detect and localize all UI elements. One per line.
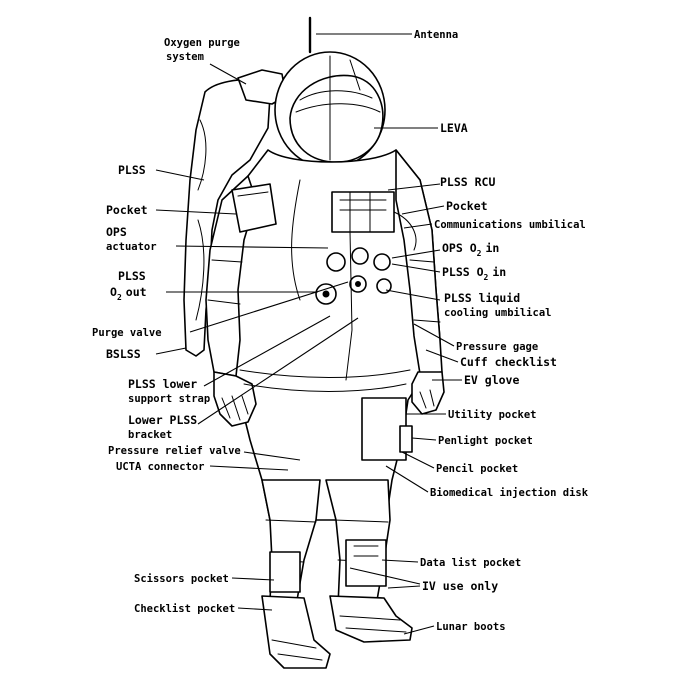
label-utility-pocket: Utility pocket xyxy=(448,409,537,421)
label-checklist-pocket: Checklist pocket xyxy=(134,603,235,615)
label-pocket-right: Pocket xyxy=(446,199,488,213)
label-cuff-checklist: Cuff checklist xyxy=(460,355,557,369)
label-plss-rcu: PLSS RCU xyxy=(440,175,495,189)
label-pocket-left: Pocket xyxy=(106,203,148,217)
label-plss-lower-1: PLSS lower xyxy=(128,377,197,391)
label-iv-use: IV use only xyxy=(422,579,498,593)
label-plss-lower-2: support strap xyxy=(128,393,210,405)
label-plss: PLSS xyxy=(118,163,146,177)
label-scissors: Scissors pocket xyxy=(134,573,229,585)
label-ev-glove: EV glove xyxy=(464,373,519,387)
label-penlight-pocket: Penlight pocket xyxy=(438,435,533,447)
label-bslss: BSLSS xyxy=(106,347,141,361)
label-ucta: UCTA connector xyxy=(116,461,205,473)
label-lunar-boots: Lunar boots xyxy=(436,621,506,633)
label-pressure-gage: Pressure gage xyxy=(456,341,538,353)
label-oxygen-purge-2: system xyxy=(166,51,204,63)
label-plss-liquid-2: cooling umbilical xyxy=(444,307,551,319)
utility-pocket xyxy=(361,397,407,461)
label-purge-valve: Purge valve xyxy=(92,327,162,339)
left-boot xyxy=(261,595,331,669)
label-biomedical: Biomedical injection disk xyxy=(430,487,589,499)
label-ops-actuator-1: OPS xyxy=(106,225,127,239)
label-pressure-relief: Pressure relief valve xyxy=(108,445,241,457)
right-boot xyxy=(329,595,413,643)
label-comm-umbilical: Communications umbilical xyxy=(434,219,586,231)
right-glove xyxy=(411,371,445,415)
rcu-box xyxy=(331,191,395,233)
label-lower-plss-2: bracket xyxy=(128,429,172,441)
label-leva: LEVA xyxy=(440,121,468,135)
label-lower-plss-1: Lower PLSS xyxy=(128,413,197,427)
label-plss-o2-out-1: PLSS xyxy=(118,269,146,283)
penlight-pocket xyxy=(399,425,413,453)
scissors-pocket-shape xyxy=(269,551,301,593)
label-pencil-pocket: Pencil pocket xyxy=(436,463,518,475)
leader-lines xyxy=(155,33,462,635)
spacesuit-illustration xyxy=(183,16,445,669)
label-ops-actuator-2: actuator xyxy=(106,241,157,253)
label-oxygen-purge-1: Oxygen purge xyxy=(164,37,240,49)
callout-labels: Antenna Oxygen purge system LEVA PLSS PL… xyxy=(92,29,589,633)
label-antenna: Antenna xyxy=(414,29,458,41)
chest-pocket xyxy=(231,183,277,233)
label-plss-liquid-1: PLSS liquid xyxy=(444,291,520,305)
label-data-list: Data list pocket xyxy=(420,557,521,569)
data-list-pocket-shape xyxy=(345,539,387,587)
visor xyxy=(289,74,384,163)
